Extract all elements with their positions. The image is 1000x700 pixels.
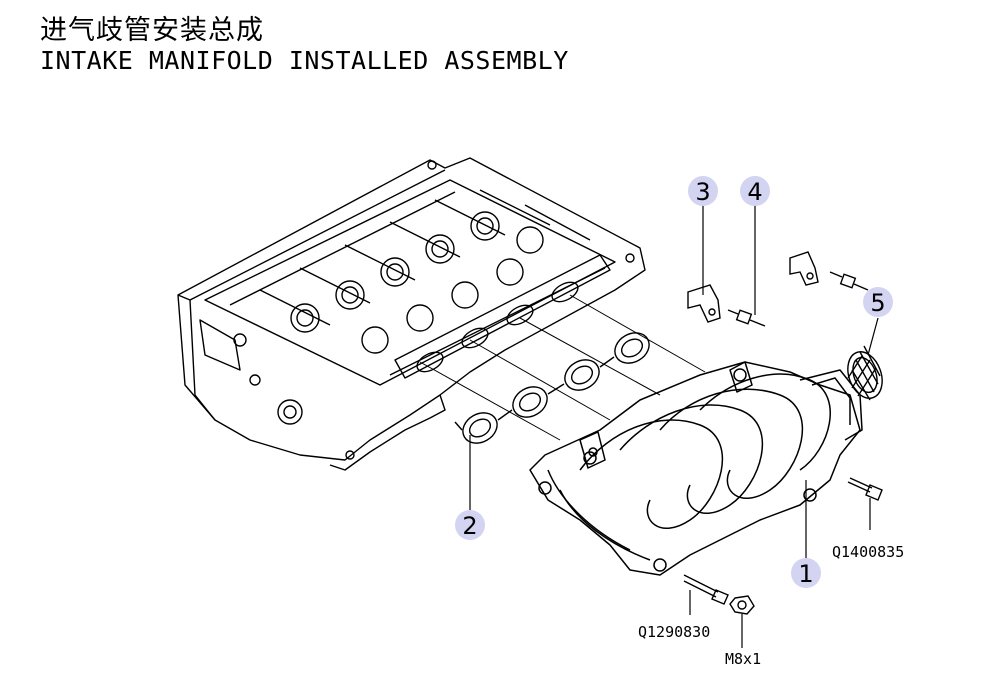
callout-3: 3 xyxy=(688,176,718,206)
bracket-3 xyxy=(687,251,819,323)
svg-text:2: 2 xyxy=(462,512,477,540)
intake-gaskets xyxy=(454,332,650,444)
callout-4: 4 xyxy=(740,176,770,206)
callout-2: 2 xyxy=(455,510,485,540)
throttle-gasket-5 xyxy=(847,345,883,401)
intake-manifold xyxy=(529,361,863,576)
cylinder-head xyxy=(177,157,646,471)
bolt-right xyxy=(847,477,883,501)
callout-5: 5 xyxy=(863,287,893,317)
nut-m8x1 xyxy=(729,595,755,615)
sensor-4 xyxy=(727,271,869,327)
svg-text:4: 4 xyxy=(747,178,762,206)
title-english: INTAKE MANIFOLD INSTALLED ASSEMBLY xyxy=(40,46,569,75)
svg-text:1: 1 xyxy=(798,560,813,588)
alignment-lines xyxy=(419,294,706,441)
label-bolt-bottom: Q1290830 xyxy=(638,623,710,641)
svg-text:5: 5 xyxy=(870,289,885,317)
bolt-bottom xyxy=(683,574,729,605)
leader-lines xyxy=(469,205,879,648)
label-bolt-right: Q1400835 xyxy=(832,543,904,561)
svg-text:3: 3 xyxy=(695,178,710,206)
label-nut: M8x1 xyxy=(725,650,761,668)
callout-1: 1 xyxy=(791,558,821,588)
title-chinese: 进气歧管安装总成 xyxy=(40,15,264,46)
